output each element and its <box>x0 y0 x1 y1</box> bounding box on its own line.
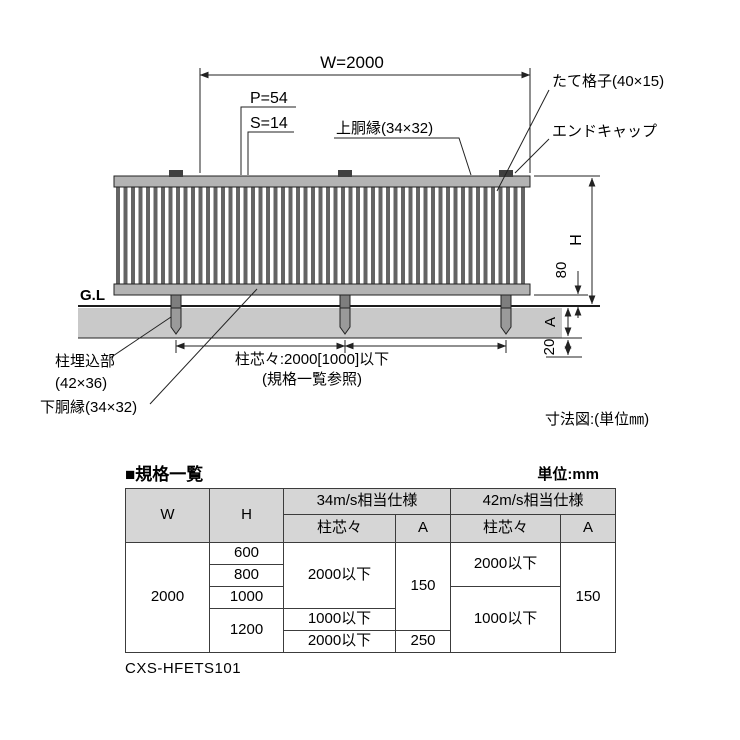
col-header-spec42: 42m/s相当仕様 <box>450 488 617 515</box>
vertical-slat-label: たて格子(40×15) <box>552 73 664 90</box>
cell-h-1200: 1200 <box>209 608 284 653</box>
cell-34-pitch-600-1000: 2000以下 <box>283 542 396 609</box>
spec-table-unit: 単位:mm <box>537 466 599 483</box>
cell-h-800: 800 <box>209 564 284 587</box>
ground-level-label: G.L <box>80 287 105 304</box>
h-dimension-label: H <box>568 234 585 246</box>
col-header-a-34: A <box>394 514 452 543</box>
end-cap-left <box>169 170 183 177</box>
cell-34-pitch-1200-2: 2000以下 <box>283 630 396 653</box>
spec-table: W H 34m/s相当仕様 42m/s相当仕様 柱芯々 A 柱芯々 A 2000… <box>125 488 617 653</box>
cell-34-a-250: 250 <box>394 630 452 653</box>
w-dimension: W=2000 <box>199 53 531 173</box>
end-cap-callout: エンドキャップ <box>514 123 657 174</box>
cell-34-pitch-1200-1: 1000以下 <box>283 608 396 631</box>
post-pitch-dimension: 柱芯々:2000[1000]以下 (規格一覧参照) <box>175 340 507 388</box>
end-cap-center <box>338 170 352 177</box>
fence-panel <box>113 170 531 296</box>
spec-table-header-bar: ■規格一覧 単位:mm <box>125 458 617 488</box>
col-header-pitch-42: 柱芯々 <box>450 514 562 543</box>
cell-42-pitch-1000-1200: 1000以下 <box>450 586 562 653</box>
fence-dimension-diagram: W=2000 P=54 S=14 上胴縁(34×32) たて格子(40×15) … <box>40 53 664 428</box>
cell-h-600: 600 <box>209 542 284 565</box>
top-rail-label: 上胴縁(34×32) <box>336 120 433 137</box>
post-center <box>339 294 351 309</box>
vertical-slats <box>116 187 528 284</box>
embed-depth-label: A <box>542 317 559 327</box>
col-header-pitch-34: 柱芯々 <box>283 514 396 543</box>
base-dimension: 20 <box>541 339 582 358</box>
post-embed-label-1: 柱埋込部 <box>55 353 115 370</box>
col-header-spec34: 34m/s相当仕様 <box>282 488 452 515</box>
post-left <box>170 294 182 309</box>
ground-section <box>78 305 600 339</box>
col-header-h: H <box>209 488 284 543</box>
embed-depth-dimension: A <box>514 307 582 339</box>
cell-42-a-150: 150 <box>560 542 617 653</box>
w-dimension-label: W=2000 <box>320 53 384 72</box>
post-embed-callout: 柱埋込部 (42×36) <box>55 316 172 392</box>
post-pitch-label-2: (規格一覧参照) <box>262 371 362 388</box>
bottom-rail-label: 下胴縁(34×32) <box>40 399 137 416</box>
cell-42-pitch-600-800: 2000以下 <box>450 542 562 587</box>
p-dimension-label: P=54 <box>250 90 288 107</box>
top-rail <box>113 175 531 188</box>
base-dimension-label: 20 <box>541 339 558 356</box>
model-code: CXS-HFETS101 <box>125 660 242 677</box>
bottom-rail <box>113 283 531 296</box>
vertical-slat-callout: たて格子(40×15) <box>496 73 664 192</box>
cell-h-1000: 1000 <box>209 586 284 609</box>
post-embed-label-2: (42×36) <box>55 375 107 392</box>
spec-table-title: ■規格一覧 <box>125 465 204 484</box>
h-dimension: H <box>534 175 600 305</box>
col-header-a-42: A <box>560 514 617 543</box>
post-right <box>500 294 512 309</box>
diagram-unit-note: 寸法図:(単位㎜) <box>545 411 649 428</box>
ground-band <box>78 308 562 338</box>
bottom-gap-dimension: 80 <box>534 262 588 318</box>
s-dimension-label: S=14 <box>250 115 288 132</box>
bottom-gap-label: 80 <box>553 262 570 279</box>
spec-table-section: ■規格一覧 単位:mm W H 34m/s相当仕様 42m/s相当仕様 柱芯々 … <box>125 458 617 677</box>
post-pitch-label-1: 柱芯々:2000[1000]以下 <box>235 351 389 368</box>
pitch-gap-dimensions: P=54 S=14 <box>240 90 296 175</box>
end-cap-label: エンドキャップ <box>552 123 657 140</box>
col-header-w: W <box>125 488 210 543</box>
cell-34-a-150: 150 <box>394 542 452 631</box>
cell-w-2000: 2000 <box>125 542 210 653</box>
top-rail-callout: 上胴縁(34×32) <box>334 120 472 176</box>
